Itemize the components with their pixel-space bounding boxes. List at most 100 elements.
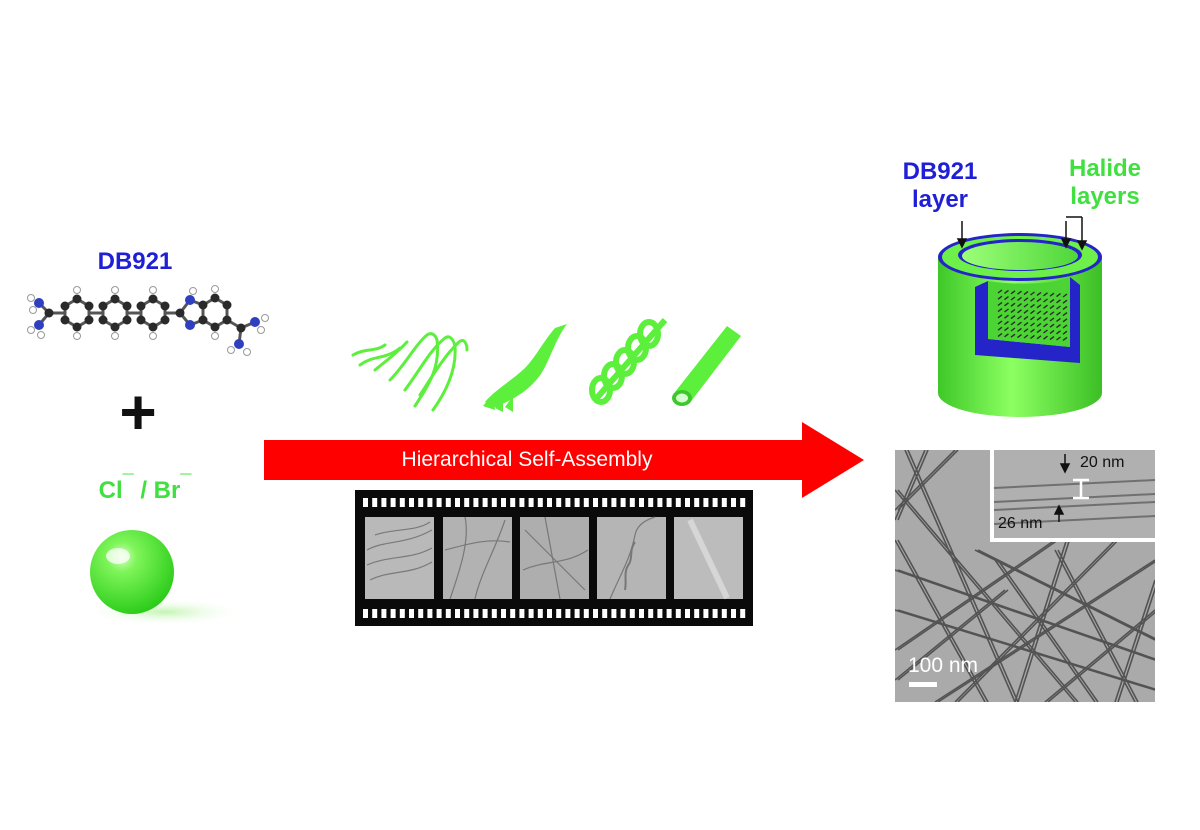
sprocket-hole [399, 498, 405, 507]
molecule-dash [997, 326, 1003, 331]
molecule-dash [1049, 298, 1055, 303]
molecule-dash [1036, 304, 1042, 309]
film-frames [365, 517, 743, 599]
sprocket-hole [427, 498, 433, 507]
frame-3 [520, 517, 589, 599]
molecule-dash [1043, 317, 1048, 322]
molecule-dash [1036, 316, 1042, 321]
molecule-dash [1056, 317, 1061, 322]
sprocket-hole [694, 609, 700, 618]
molecule-dash [1023, 291, 1029, 296]
scale-bar [909, 682, 937, 687]
sprocket-hole [703, 498, 709, 507]
molecule-dash [1010, 321, 1016, 326]
bromide-charge: ¯ [180, 472, 192, 494]
molecule-dash [1030, 303, 1035, 308]
molecule-dash [1023, 315, 1029, 320]
sprocket-hole [593, 609, 598, 618]
molecule-dash [1023, 328, 1029, 333]
sprocket-hole [399, 609, 405, 618]
nanotube-fiber [895, 589, 1006, 681]
halide-layers-label-line1: Halide [1068, 155, 1142, 182]
sprocket-hole [363, 498, 368, 507]
sprocket-hole [473, 498, 479, 507]
nanotube-fiber-edge [897, 450, 959, 511]
sprocket-hole [464, 498, 470, 507]
sprocket-hole [501, 498, 506, 507]
molecule-dash [1062, 293, 1068, 298]
molecule-dash [997, 295, 1003, 300]
nanotube-fiber-edge [897, 539, 989, 702]
molecule-dash [1062, 305, 1068, 310]
molecule-dash [1017, 309, 1022, 314]
nanotube-fiber [994, 559, 1096, 702]
sprocket-hole [629, 498, 635, 507]
sprocket-hole [620, 498, 626, 507]
sprocket-hole [464, 609, 470, 618]
sprocket-hole [620, 609, 626, 618]
sprocket-hole [409, 609, 414, 618]
nanotube-fiber-edge [977, 549, 1155, 640]
molecule-dash [1056, 336, 1061, 341]
sprocket-hole [611, 498, 617, 507]
molecule-dash [1030, 334, 1035, 339]
sprocket-hole [611, 609, 617, 618]
molecule-dash [1049, 305, 1055, 310]
sprocket-hole [510, 498, 516, 507]
assembly-arrow [264, 422, 864, 498]
nanotube-fiber-edge [997, 559, 1099, 702]
sprocket-hole [721, 498, 727, 507]
sprocket-hole [629, 609, 635, 618]
sprocket-hole [436, 498, 442, 507]
sprocket-hole [547, 498, 552, 507]
molecule-dash [1017, 296, 1022, 301]
sprocket-hole [381, 498, 387, 507]
inset-20nm-label: 20 nm [1080, 454, 1125, 471]
molecule-dash [1043, 304, 1048, 309]
nanotube-fiber-edge [897, 539, 1059, 651]
sprocket-hole [574, 498, 580, 507]
molecule-dash [1056, 330, 1061, 335]
sprocket-hole [455, 609, 460, 618]
molecule-dash [1062, 336, 1068, 341]
molecule-dash [1036, 310, 1042, 315]
sprocket-hole [363, 609, 368, 618]
molecule-dash [1049, 317, 1055, 322]
sprocket-hole [583, 609, 589, 618]
sprocket-hole [372, 609, 378, 618]
nanotube-fiber [895, 539, 986, 702]
sprocket-hole [574, 609, 580, 618]
molecule-dash [1036, 298, 1042, 303]
halide-label: Cl¯ / Br¯ [60, 472, 230, 505]
fibers-icon [351, 332, 469, 412]
molecule-dash [1056, 305, 1061, 310]
sprocket-hole [657, 609, 663, 618]
molecule-dash [997, 320, 1003, 325]
sprocket-hole [501, 609, 506, 618]
sprocket-hole [731, 498, 736, 507]
chloride-charge: ¯ [122, 472, 134, 494]
molecule-dash [1049, 336, 1055, 341]
sprocket-hole [685, 498, 690, 507]
nanotube-fiber [895, 609, 1155, 691]
sprocket-hole [666, 609, 672, 618]
molecule-dash [1010, 296, 1016, 301]
molecule-dash [1010, 290, 1016, 295]
inset-26nm-label: 26 nm [998, 515, 1043, 532]
molecule-dash [997, 308, 1003, 313]
sprocket-hole [740, 609, 746, 618]
molecule-dash [1056, 311, 1061, 316]
sprocket-hole [675, 609, 681, 618]
nanotube-fiber-edge [897, 609, 1155, 690]
halide-layers-label: Halide layers [1045, 155, 1165, 210]
nanotube-fiber-edge [897, 450, 929, 521]
sprocket-hole [648, 609, 654, 618]
sprocket-hole [648, 498, 654, 507]
sprocket-hole [418, 609, 424, 618]
sprocket-hole [491, 609, 497, 618]
frame-1 [365, 517, 434, 599]
molecule-dash [997, 332, 1003, 337]
sprocket-hole [445, 609, 451, 618]
molecule-dash [1010, 327, 1016, 332]
sprocket-hole [731, 609, 736, 618]
